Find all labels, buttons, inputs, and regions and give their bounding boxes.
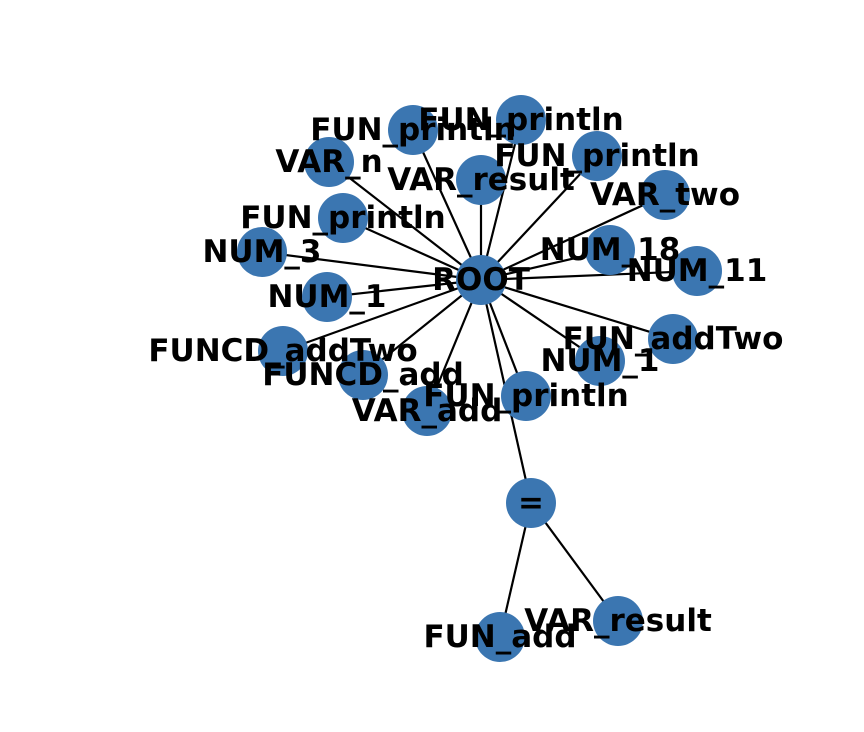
edge-root-num_1_a <box>326 278 482 299</box>
node-label-fun_addtwo: FUN_addTwo <box>563 321 784 357</box>
node-label-var_n: VAR_n <box>275 144 382 180</box>
node-label-num_3: NUM_3 <box>202 234 321 270</box>
node-num_18 <box>585 225 635 275</box>
node-var_two <box>640 170 690 220</box>
node-funcd_addtwo <box>258 326 308 376</box>
edge-root-num_3 <box>261 250 482 282</box>
node-label-num_11: NUM_11 <box>627 253 768 289</box>
node-label-funcd_add: FUNCD_add <box>262 357 464 393</box>
edge-root-fun_println_4 <box>342 216 482 282</box>
node-fun_println_1 <box>388 105 438 155</box>
node-assign <box>506 478 556 528</box>
edge-root-funcd_addtwo <box>282 278 482 353</box>
edge-root-num_11 <box>480 269 698 282</box>
node-label-num_1_a: NUM_1 <box>267 279 386 315</box>
edge-root-var_n <box>328 161 482 281</box>
node-num_1_b <box>575 336 625 386</box>
node-label-fun_println_2: FUN_println <box>418 102 623 138</box>
node-num_11 <box>672 246 722 296</box>
edge-root-fun_addtwo <box>480 278 674 341</box>
node-fun_println_4 <box>318 193 368 243</box>
node-root <box>456 255 506 305</box>
node-num_3 <box>237 227 287 277</box>
node-fun_println_3 <box>572 131 622 181</box>
node-label-fun_println_3: FUN_println <box>494 138 699 174</box>
node-var_result_2 <box>593 596 643 646</box>
node-fun_addtwo <box>648 314 698 364</box>
node-label-assign: = <box>518 485 544 521</box>
node-fun_println_2 <box>496 95 546 145</box>
node-var_add <box>402 386 452 436</box>
node-label-num_18: NUM_18 <box>540 232 681 268</box>
node-label-funcd_addtwo: FUNCD_addTwo <box>148 333 417 369</box>
node-funcd_add <box>338 350 388 400</box>
edge-root-var_two <box>480 194 666 281</box>
node-label-fun_println_4: FUN_println <box>240 200 445 236</box>
node-label-num_1_b: NUM_1 <box>540 343 659 379</box>
node-fun_println_5 <box>501 371 551 421</box>
node-label-var_two: VAR_two <box>590 177 740 213</box>
edge-root-fun_println_1 <box>411 129 483 281</box>
node-var_result_1 <box>456 155 506 205</box>
node-fun_add <box>475 612 525 662</box>
node-num_1_a <box>302 272 352 322</box>
node-label-fun_println_1: FUN_println <box>310 112 515 148</box>
node-label-var_result_1: VAR_result <box>387 162 575 198</box>
node-label-fun_add: FUN_add <box>423 619 576 655</box>
edge-root-fun_println_3 <box>480 155 598 281</box>
edge-root-funcd_add <box>362 279 482 376</box>
nodes-layer <box>237 95 722 662</box>
node-label-root: ROOT <box>432 262 530 298</box>
node-label-var_result_2: VAR_result <box>524 603 712 639</box>
node-label-var_add: VAR_add <box>352 393 503 429</box>
edge-root-fun_println_2 <box>479 119 523 281</box>
node-label-fun_println_5: FUN_println <box>423 378 628 414</box>
node-var_n <box>304 137 354 187</box>
